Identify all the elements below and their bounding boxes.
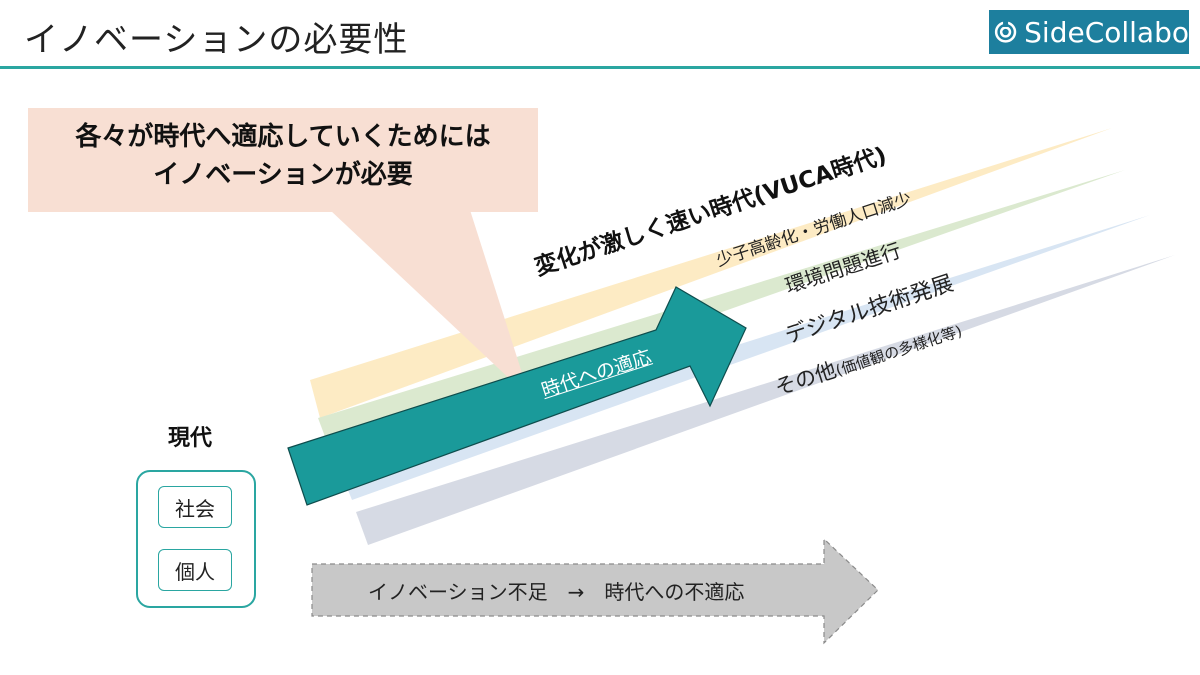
- present-label: 現代: [168, 426, 213, 451]
- callout-line-2: イノベーションが必要: [153, 160, 413, 190]
- logo-text: SideCollabo: [1024, 15, 1189, 49]
- callout-box: [28, 108, 538, 212]
- present-item-individual: 個人: [158, 549, 232, 591]
- trend-band-digital: [340, 215, 1150, 500]
- logo-mark-icon: [994, 20, 1017, 43]
- callout-line-1: 各々が時代へ適応していくためには: [75, 122, 491, 152]
- logo: SideCollabo: [989, 10, 1189, 54]
- trend-band-other: [356, 255, 1175, 545]
- present-item-society: 社会: [158, 486, 232, 528]
- fail-arrow-label: イノベーション不足 → 時代への不適応: [368, 580, 745, 604]
- fail-arrow: [311, 537, 879, 645]
- callout-pointer: [330, 210, 530, 398]
- adapt-arrow: [287, 286, 747, 506]
- title-divider: [0, 66, 1200, 69]
- page-title: イノベーションの必要性: [24, 20, 409, 60]
- callout-text: 各々が時代へ適応していくためには イノベーションが必要: [28, 118, 538, 194]
